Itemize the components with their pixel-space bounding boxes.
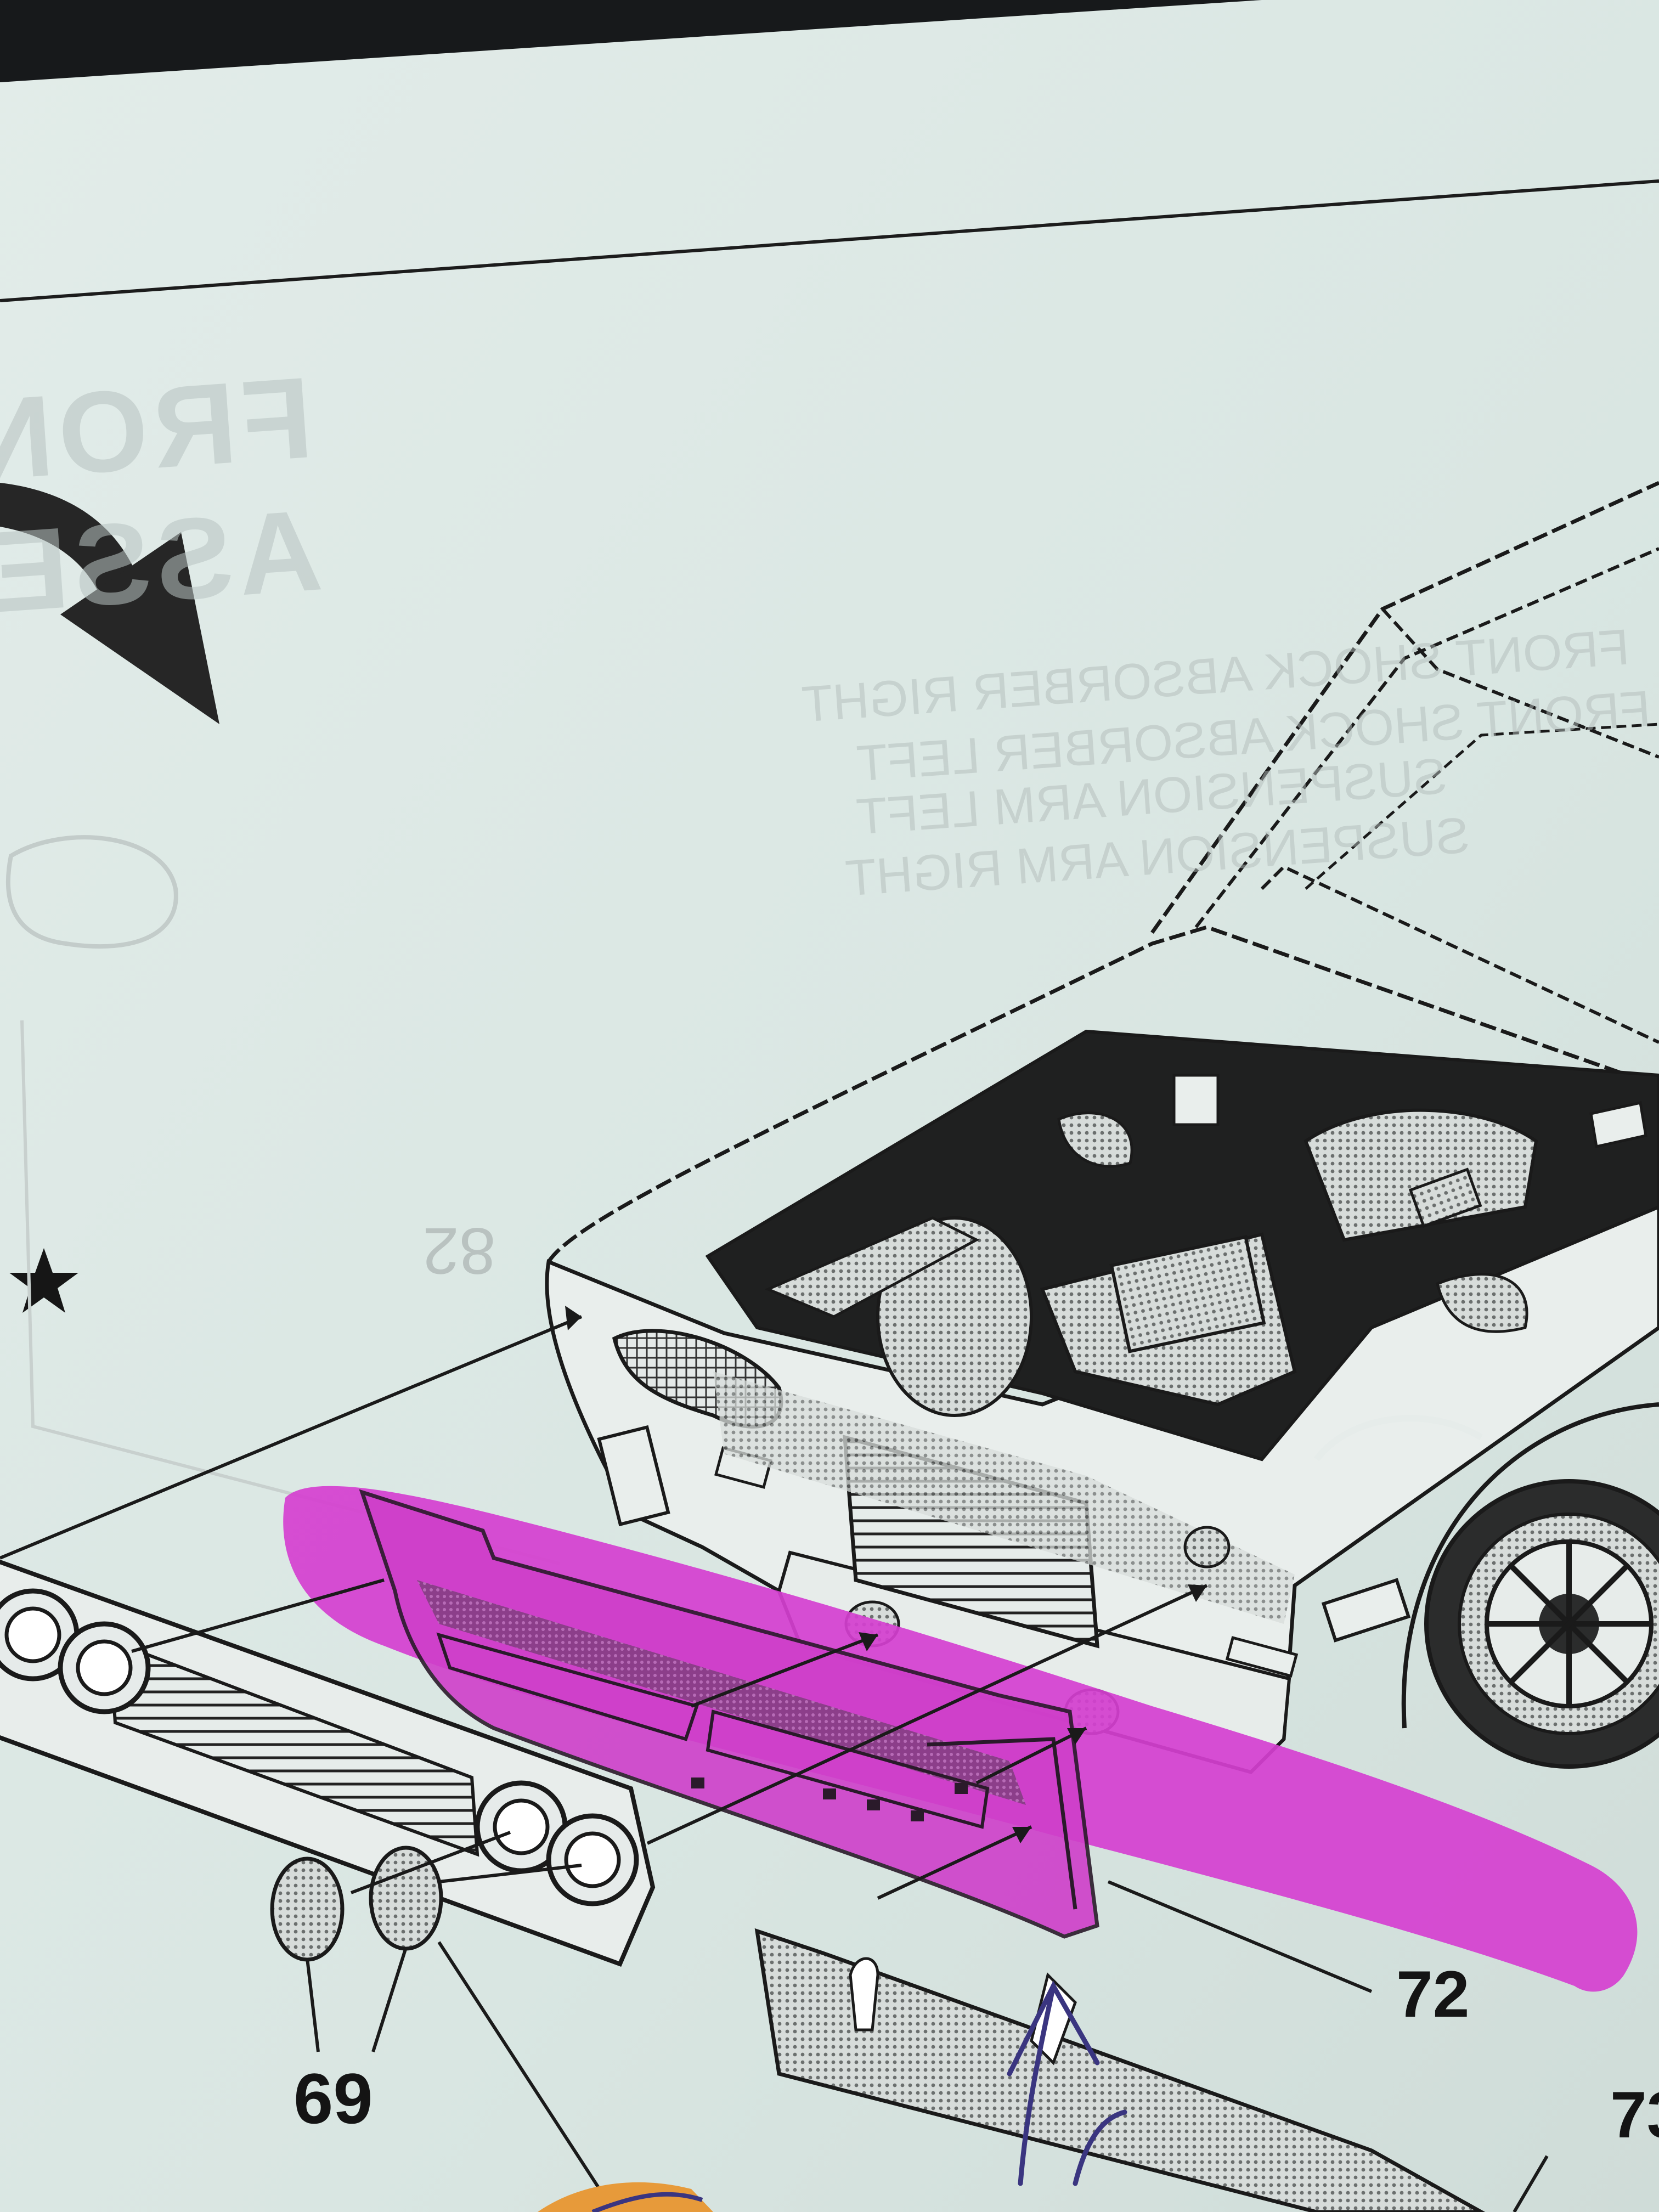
headlight-lens-part xyxy=(270,1846,443,1962)
star-icon xyxy=(9,1248,78,1313)
front-panel-part xyxy=(359,1489,1099,1939)
bleed-through-part-number: 82 xyxy=(422,1214,496,1288)
arrowhead-icons xyxy=(565,1306,1207,1843)
part-number-label-72: 72 xyxy=(1396,1957,1470,2031)
grille-headlight-part xyxy=(0,1559,656,1967)
bleed-through-outline xyxy=(5,835,178,949)
assembly-leader-lines xyxy=(0,1315,1549,2212)
top-rule-line xyxy=(0,179,1659,302)
pen-arrow-annotation xyxy=(1007,1980,1127,2186)
pen-scribble xyxy=(591,2192,703,2212)
part-number-label-69: 69 xyxy=(294,2058,373,2138)
part-number-label-73: 73 xyxy=(1610,2078,1659,2152)
marker-scribble xyxy=(538,2182,713,2212)
curved-arrow-icon xyxy=(0,483,219,724)
